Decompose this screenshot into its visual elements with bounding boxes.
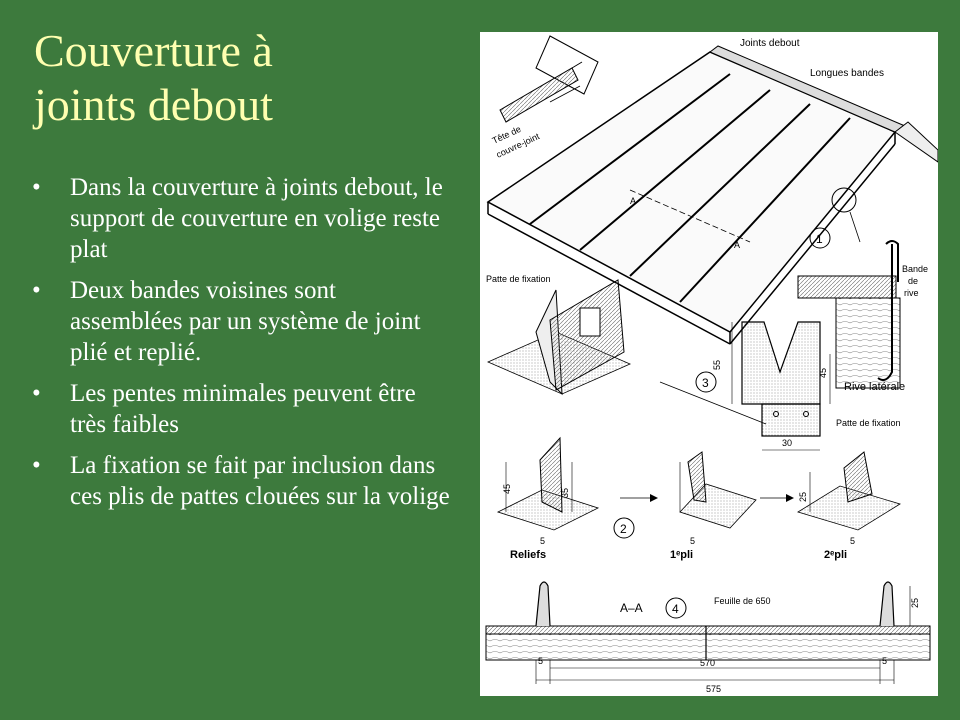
cover-joint-detail bbox=[499, 35, 599, 123]
label-patte-fixation: Patte de fixation bbox=[486, 274, 551, 284]
label-joints-debout: Joints debout bbox=[740, 38, 800, 49]
bullet-text: Deux bandes voisines sont assemblées par… bbox=[70, 277, 421, 366]
callout-3-ring bbox=[695, 371, 717, 393]
callout-1: 1 bbox=[816, 232, 823, 246]
dim-55: 55 bbox=[712, 360, 722, 370]
bullet-glyph: • bbox=[32, 277, 41, 304]
label-bande: Bande bbox=[902, 264, 928, 274]
dim-35: 35 bbox=[560, 488, 570, 498]
dim-5d: 5 bbox=[538, 656, 543, 666]
dim-5c: 5 bbox=[850, 536, 855, 546]
dim-5b: 5 bbox=[690, 536, 695, 546]
callout-2-ring bbox=[613, 517, 635, 539]
dim-570: 570 bbox=[700, 658, 715, 668]
label-rive-laterale: Rive latérale bbox=[844, 381, 905, 393]
callout-2: 2 bbox=[620, 522, 627, 536]
bullet-glyph: • bbox=[32, 380, 41, 407]
bullet-list: • Dans la couverture à joints debout, le … bbox=[30, 172, 450, 522]
bullet-text: Dans la couverture à joints debout, le s… bbox=[70, 174, 443, 263]
slide-title: Couverture à joints debout bbox=[34, 24, 454, 132]
label-patte-fixation-2: Patte de fixation bbox=[836, 418, 901, 428]
callout-4: 4 bbox=[672, 602, 679, 616]
title-line-2: joints debout bbox=[34, 79, 273, 130]
callout-3: 3 bbox=[702, 376, 709, 390]
bullet-glyph: • bbox=[32, 174, 41, 201]
bullet-item: • Deux bandes voisines sont assemblées pa… bbox=[30, 275, 450, 368]
title-line-1: Couverture à bbox=[34, 25, 273, 76]
bullet-text: Les pentes minimales peuvent être très f… bbox=[70, 380, 416, 438]
callout-1-ring bbox=[809, 227, 831, 249]
label-pli2: 2ᵉpli bbox=[824, 549, 847, 561]
dim-25b: 25 bbox=[910, 598, 920, 608]
folding-stages bbox=[496, 436, 901, 531]
label-longues-bandes: Longues bandes bbox=[810, 68, 884, 79]
label-marker-a2: A bbox=[734, 240, 740, 250]
label-section-aa: A–A bbox=[620, 601, 643, 615]
dim-25a: 25 bbox=[798, 492, 808, 502]
dim-45b: 45 bbox=[502, 484, 512, 494]
fixing-tab-3d bbox=[487, 279, 631, 396]
fixing-tab-detail bbox=[659, 321, 831, 451]
dim-5e: 5 bbox=[882, 656, 887, 666]
dim-575: 575 bbox=[706, 684, 721, 694]
drawing-svg: Joints debout Longues bandes Tête de cou… bbox=[485, 35, 938, 694]
bullet-item: • Dans la couverture à joints debout, le … bbox=[30, 172, 450, 265]
dim-45a: 45 bbox=[818, 368, 828, 378]
bullet-glyph: • bbox=[32, 452, 41, 479]
roof-panel bbox=[486, 45, 938, 345]
label-rive: rive bbox=[904, 288, 919, 298]
bullet-item: • La fixation se fait par inclusion dans … bbox=[30, 450, 450, 512]
label-pli1: 1ᵉpli bbox=[670, 549, 693, 561]
bullet-item: • Les pentes minimales peuvent être très … bbox=[30, 378, 450, 440]
label-de: de bbox=[908, 276, 918, 286]
section-aa bbox=[485, 581, 931, 684]
side-edge-detail bbox=[797, 187, 901, 389]
label-reliefs: Reliefs bbox=[510, 549, 546, 561]
dim-30: 30 bbox=[782, 438, 792, 448]
label-feuille: Feuille de 650 bbox=[714, 596, 771, 606]
dim-5a: 5 bbox=[540, 536, 545, 546]
technical-drawing: Joints debout Longues bandes Tête de cou… bbox=[480, 32, 938, 696]
label-marker-a1: A bbox=[630, 196, 636, 206]
bullet-text: La fixation se fait par inclusion dans c… bbox=[70, 452, 450, 510]
